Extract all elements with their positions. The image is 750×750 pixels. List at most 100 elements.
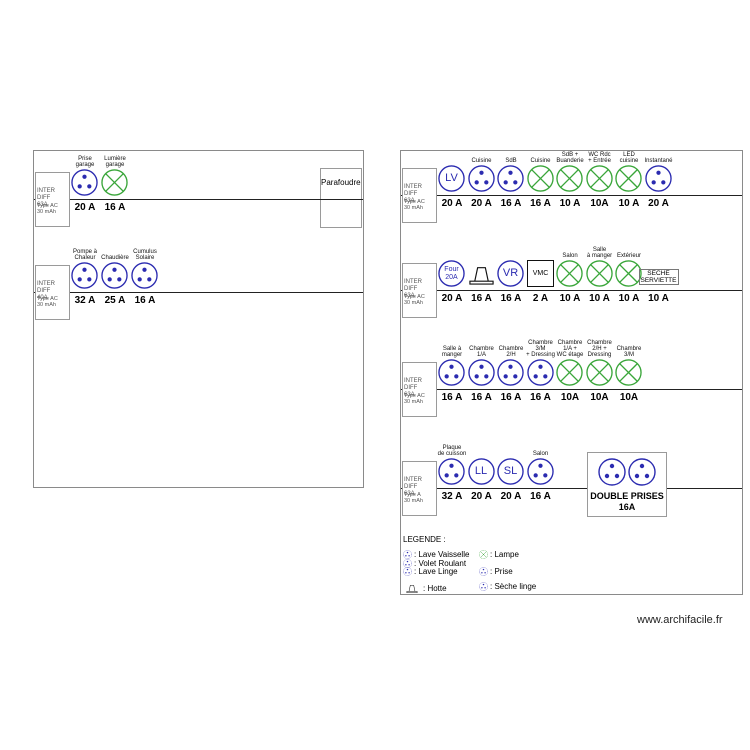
- socket-icon[interactable]: [598, 458, 626, 486]
- circuit-label: Chambre 3/M + Dressing: [526, 340, 555, 358]
- circuit-rating: 16 A: [530, 491, 551, 502]
- circuit-rating: 10 A: [618, 293, 640, 304]
- vmc-box[interactable]: VMC: [527, 260, 554, 287]
- lamp-icon[interactable]: [585, 359, 613, 386]
- breaker-type: Type AC 30 mAh: [37, 203, 58, 215]
- socket-icon[interactable]: [628, 458, 656, 486]
- seche-serviette-box[interactable]: SECHE SERVIETTE: [638, 269, 679, 285]
- circuit-rating: 10 A: [559, 293, 581, 304]
- lamp-icon[interactable]: [615, 359, 642, 386]
- circuit-rating: 10A: [619, 392, 639, 403]
- socket-icon: [403, 559, 412, 568]
- bus-bar: [401, 389, 742, 390]
- circuit-label: Cuisine: [471, 158, 492, 164]
- circuit-rating: 16 A: [530, 198, 551, 209]
- socket-icon[interactable]: VR: [497, 260, 524, 287]
- circuit-label: Salle à manger: [441, 346, 463, 358]
- socket-icon[interactable]: [497, 165, 524, 192]
- circuit-rating: 32 A: [74, 295, 96, 306]
- lamp-icon[interactable]: [585, 165, 613, 192]
- legend-title: LEGENDE :: [403, 535, 446, 544]
- circuit-rating: 16 A: [134, 295, 156, 306]
- breaker-rating: INTER DIFF 40A: [37, 281, 55, 301]
- socket-icon[interactable]: SL: [497, 458, 524, 485]
- socket-icon[interactable]: Four 20A: [438, 260, 465, 287]
- breaker-rating: INTER DIFF 63A: [404, 279, 422, 299]
- socket-icon[interactable]: [71, 262, 98, 289]
- breaker-type: Type AC 30 mAh: [37, 296, 58, 308]
- circuit-label: Chambre 1/A: [469, 346, 494, 358]
- circuit-rating: 10A: [560, 392, 580, 403]
- breaker-type: Type AC 30 mAh: [404, 294, 425, 306]
- circuit-rating: 10 A: [559, 198, 581, 209]
- circuit-rating: 20 A: [471, 198, 492, 209]
- circuit-label: SdB: [505, 158, 517, 164]
- circuit-code: SL: [503, 465, 518, 477]
- circuit-rating: 16 A: [530, 392, 551, 403]
- circuit-label: Chambre 2/H: [498, 346, 524, 358]
- bus-bar: [401, 290, 742, 291]
- socket-icon[interactable]: [467, 359, 495, 386]
- circuit-rating: 25 A: [104, 295, 126, 306]
- right-panel: LEGENDE : : Lave Vaisselle: Lampe: Volet…: [400, 150, 743, 595]
- socket-icon[interactable]: [438, 458, 465, 485]
- breaker-rating: INTER DIFF 63A: [404, 184, 422, 204]
- socket-icon[interactable]: [497, 359, 524, 386]
- circuit-rating: 16 A: [500, 392, 522, 403]
- lamp-icon[interactable]: [101, 169, 128, 196]
- socket-icon[interactable]: [71, 169, 98, 196]
- breaker-type: Type AC 30 mAh: [404, 199, 425, 211]
- lamp-icon[interactable]: [615, 260, 642, 287]
- legend-item: : Volet Roulant: [403, 559, 466, 568]
- legend-label: : Hotte: [423, 583, 447, 593]
- circuit-label: Prise garage: [75, 156, 95, 168]
- socket-icon[interactable]: [101, 262, 128, 289]
- legend-label: : Lave Vaisselle: [414, 550, 470, 559]
- bus-bar: [34, 292, 363, 293]
- watermark: www.archifacile.fr: [637, 614, 723, 626]
- legend-item: : Sèche linge: [479, 582, 536, 591]
- hood-icon[interactable]: [468, 260, 495, 287]
- bus-bar: [401, 195, 742, 196]
- lamp-icon[interactable]: [526, 165, 554, 192]
- circuit-label: Pompe à Chaleur: [72, 249, 97, 261]
- circuit-label: Lumière garage: [104, 156, 126, 168]
- lamp-icon[interactable]: [556, 165, 583, 192]
- lamp-icon[interactable]: [585, 260, 613, 287]
- circuit-rating: 20 A: [74, 202, 96, 213]
- circuit-label: Chambre 2/H + Dressing: [587, 340, 612, 358]
- legend-item: : Lave Linge: [403, 567, 458, 576]
- circuit-label: Extérieur: [616, 253, 641, 259]
- circuit-rating: 16 A: [471, 392, 492, 403]
- socket-icon[interactable]: [526, 359, 554, 386]
- circuit-code: LV: [445, 172, 458, 184]
- lamp-icon[interactable]: [556, 260, 583, 287]
- socket-icon[interactable]: [438, 359, 465, 386]
- socket-icon[interactable]: LL: [467, 458, 495, 485]
- lamp-icon[interactable]: [556, 359, 583, 386]
- socket-icon[interactable]: [526, 458, 554, 485]
- socket-icon[interactable]: [644, 165, 672, 192]
- circuit-rating: 20 A: [441, 198, 463, 209]
- circuit-label: Chaudière: [101, 255, 129, 261]
- circuit-label: WC Rdc + Entrée: [588, 152, 611, 164]
- circuit-rating: 10A: [590, 392, 609, 403]
- legend-item: : Prise: [479, 567, 513, 576]
- circuit-label: LED cuisine: [619, 152, 639, 164]
- parafoudre-box: Parafoudre: [320, 168, 362, 228]
- lamp-icon[interactable]: [615, 165, 642, 192]
- breaker-rating: INTER DIFF 63A: [404, 477, 422, 497]
- legend-item: : Lave Vaisselle: [403, 550, 469, 559]
- socket-icon[interactable]: LV: [438, 165, 465, 192]
- parafoudre-label: Parafoudre: [321, 178, 361, 187]
- breaker-rating: INTER DIFF 63A: [404, 378, 422, 398]
- socket-icon[interactable]: [131, 262, 158, 289]
- socket-icon[interactable]: [467, 165, 495, 192]
